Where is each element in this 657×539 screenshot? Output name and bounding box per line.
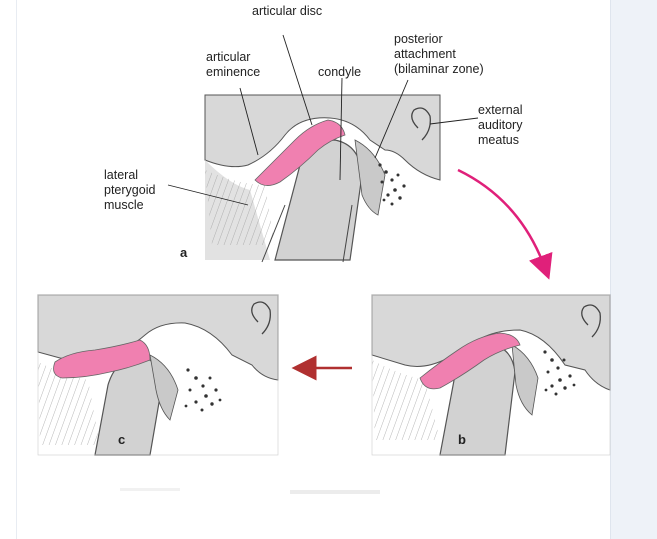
label-condyle: condyle	[318, 65, 361, 79]
label-posterior-3: (bilaminar zone)	[394, 62, 484, 76]
label-external-3: meatus	[478, 133, 519, 147]
bilaminar-dots-c	[185, 368, 222, 411]
panel-c	[38, 295, 278, 455]
transition-arrow-a-to-b	[458, 170, 545, 268]
label-lateral-1: lateral	[104, 168, 138, 182]
posterior-attachment-b	[512, 345, 538, 415]
panel-label-b: b	[458, 432, 466, 447]
panel-label-c: c	[118, 432, 125, 447]
label-articular-eminence-2: eminence	[206, 65, 260, 79]
label-articular-disc: articular disc	[252, 4, 322, 18]
panel-label-a: a	[180, 245, 187, 260]
label-articular-eminence-1: articular	[206, 50, 250, 64]
label-posterior-1: posterior	[394, 32, 443, 46]
label-external-1: external	[478, 103, 522, 117]
panel-b	[372, 295, 610, 455]
label-lateral-3: muscle	[104, 198, 144, 212]
label-lateral-2: pterygoid	[104, 183, 155, 197]
posterior-attachment-a	[355, 140, 385, 215]
label-posterior-2: attachment	[394, 47, 456, 61]
label-external-2: auditory	[478, 118, 522, 132]
